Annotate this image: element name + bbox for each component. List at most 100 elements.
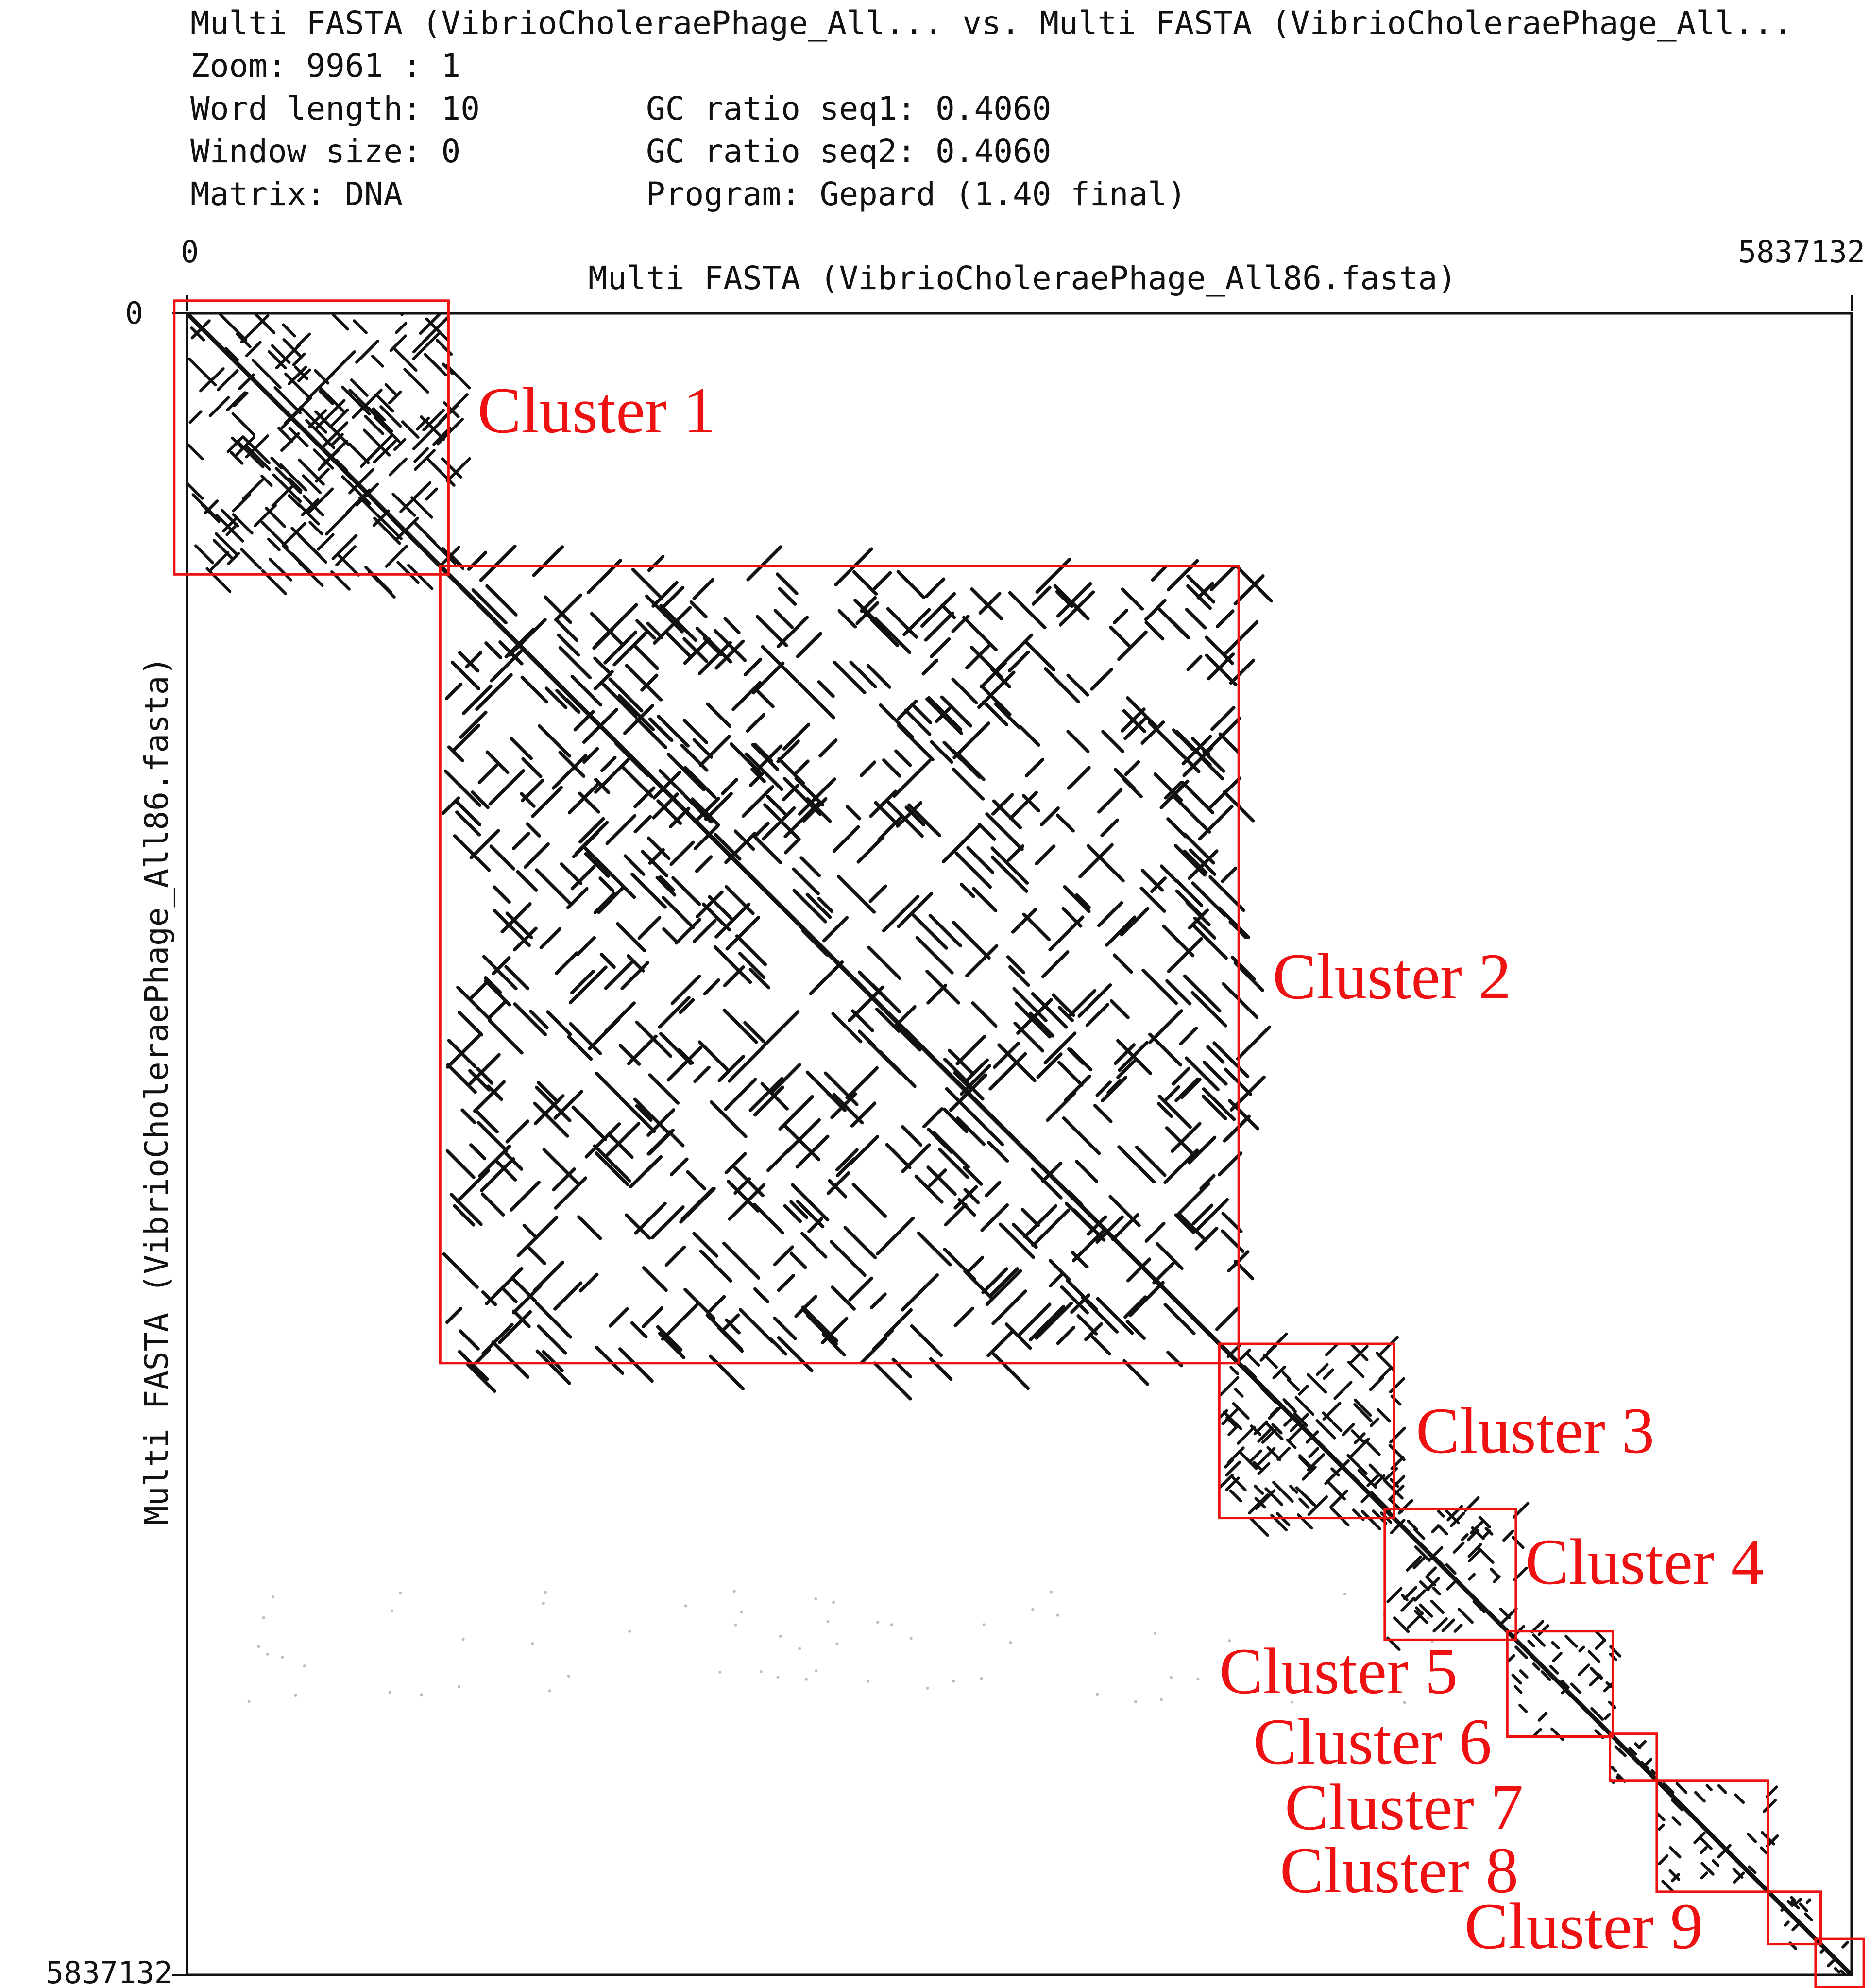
match-segment — [491, 1340, 530, 1379]
match-segment — [1323, 1368, 1334, 1380]
match-segment — [1428, 1546, 1444, 1561]
match-segment — [1502, 1529, 1514, 1542]
match-segment — [240, 548, 262, 570]
match-segment — [288, 427, 309, 447]
match-segment — [445, 1307, 463, 1324]
match-segment — [1191, 923, 1228, 960]
match-segment — [966, 846, 994, 874]
match-segment — [713, 945, 752, 984]
match-segment — [204, 499, 219, 515]
match-segment — [484, 979, 511, 1007]
match-segment — [1202, 750, 1225, 773]
match-segment — [595, 1345, 625, 1375]
match-segment — [226, 391, 247, 412]
match-segment — [315, 399, 346, 429]
match-segment — [1118, 1041, 1149, 1072]
sparse-match-dot — [531, 1642, 534, 1645]
match-segment — [656, 1325, 683, 1352]
match-segment — [877, 815, 903, 841]
match-segment — [766, 795, 786, 815]
match-segment — [696, 890, 724, 919]
match-segment — [298, 458, 325, 486]
match-segment — [1012, 987, 1048, 1022]
sparse-match-dot — [1228, 1639, 1231, 1643]
match-segment — [535, 1349, 571, 1385]
match-segment — [614, 742, 649, 777]
match-segment — [902, 608, 931, 636]
match-segment — [1478, 1516, 1491, 1529]
match-segment — [512, 832, 530, 850]
match-segment — [1205, 653, 1238, 686]
match-segment — [412, 336, 429, 354]
match-segment — [450, 660, 480, 690]
match-segment — [213, 539, 234, 560]
match-segment — [977, 823, 996, 841]
match-segment — [794, 776, 825, 807]
match-segment — [1717, 1844, 1732, 1859]
match-segment — [1095, 1080, 1112, 1097]
match-segment — [805, 892, 832, 919]
match-segment — [848, 1276, 873, 1302]
match-segment — [468, 1053, 501, 1086]
match-segment — [1144, 1222, 1166, 1243]
match-segment — [1114, 1043, 1136, 1065]
match-segment — [698, 1040, 729, 1071]
match-segment — [1419, 1603, 1433, 1618]
match-segment — [1780, 1905, 1787, 1912]
match-segment — [1185, 1056, 1220, 1092]
match-segment — [1307, 1373, 1327, 1394]
match-segment — [1595, 1640, 1605, 1650]
match-segment — [702, 902, 731, 932]
match-segment — [187, 443, 204, 461]
match-segment — [1153, 772, 1183, 802]
match-segment — [664, 1245, 686, 1267]
match-segment — [777, 1336, 814, 1372]
match-segment — [1370, 1491, 1391, 1512]
match-segment — [441, 796, 460, 815]
match-segment — [1164, 781, 1183, 800]
match-segment — [924, 611, 954, 642]
sparse-match-dot — [1031, 1608, 1034, 1611]
match-segment — [650, 1205, 685, 1240]
match-segment — [943, 1058, 970, 1084]
match-segment — [986, 1330, 1014, 1357]
match-segment — [1346, 1454, 1368, 1475]
match-segment — [455, 810, 481, 837]
match-segment — [231, 412, 255, 436]
match-segment — [1468, 1550, 1480, 1562]
match-segment — [1174, 1213, 1195, 1234]
match-segment — [264, 506, 286, 528]
match-segment — [570, 970, 595, 994]
match-segment — [1043, 1031, 1077, 1065]
match-segment — [462, 684, 493, 715]
match-segment — [1786, 1900, 1794, 1907]
match-segment — [400, 313, 406, 316]
match-segment — [554, 1176, 587, 1210]
match-segment — [1307, 1495, 1328, 1516]
match-segment — [500, 902, 532, 934]
match-segment — [699, 1250, 732, 1283]
match-segment — [1229, 1366, 1239, 1375]
match-segment — [843, 1226, 877, 1260]
match-segment — [1342, 1423, 1355, 1437]
match-segment — [994, 702, 1021, 730]
match-segment — [633, 644, 659, 670]
match-segment — [521, 757, 543, 778]
match-segment — [1066, 673, 1089, 697]
match-segment — [980, 684, 1012, 716]
match-segment — [508, 618, 547, 657]
match-segment — [1186, 655, 1203, 671]
match-segment — [1350, 1343, 1369, 1362]
match-segment — [242, 477, 265, 500]
match-segment — [271, 344, 291, 364]
match-segment — [590, 612, 625, 647]
match-segment — [533, 1101, 569, 1138]
match-segment — [1101, 730, 1124, 753]
match-segment — [682, 637, 709, 663]
match-segment — [915, 936, 954, 975]
match-segment — [362, 428, 391, 457]
match-segment — [1257, 1426, 1274, 1443]
match-segment — [1253, 1484, 1264, 1495]
match-segment — [728, 1046, 764, 1083]
match-segment — [738, 1308, 774, 1344]
